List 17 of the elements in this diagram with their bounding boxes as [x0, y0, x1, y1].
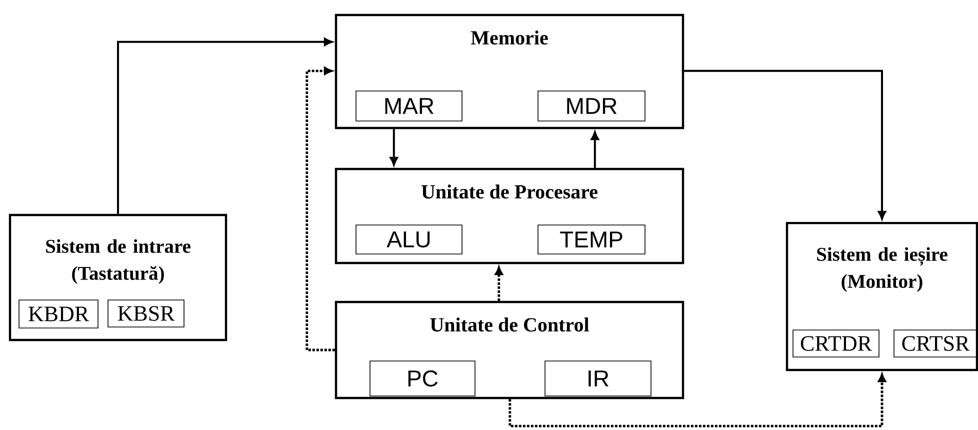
arrow — [494, 266, 503, 301]
arrow — [117, 38, 332, 214]
register-box: MAR — [356, 90, 462, 122]
arrow — [684, 70, 886, 220]
arrow — [508, 374, 886, 428]
register-box: TEMP — [538, 224, 646, 254]
arrow — [390, 129, 398, 166]
register-box: MDR — [538, 90, 646, 122]
register-box: KBSR — [108, 300, 184, 328]
register-box: CRTSR — [894, 330, 978, 358]
register-box: PC — [370, 360, 476, 396]
arrow — [590, 132, 599, 168]
register-box: KBDR — [18, 300, 98, 328]
arrow — [306, 66, 335, 352]
register-box: CRTDR — [792, 330, 880, 358]
register-box: IR — [544, 360, 652, 396]
register-box: ALU — [356, 224, 462, 254]
